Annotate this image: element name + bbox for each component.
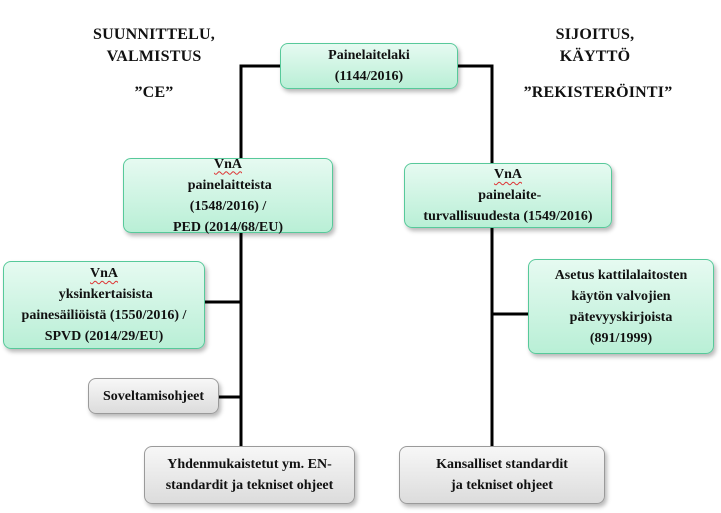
vna-yks-line1: yksinkertaisista bbox=[55, 287, 153, 302]
vna-yks-line3: SPVD (2014/29/EU) bbox=[44, 329, 164, 344]
vna-turva-line2: turvallisuudesta (1549/2016) bbox=[423, 209, 593, 224]
connector-law-left bbox=[239, 64, 281, 160]
heading-registration: ”REKISTERÖINTI” bbox=[523, 84, 673, 101]
box-vna-pressure-equipment: VnA painelaitteista (1548/2016) / PED (2… bbox=[123, 157, 333, 235]
vna-yks-abbr: VnA bbox=[89, 266, 118, 281]
box-harmonised-standards: Yhdenmukaistetut ym. EN- standardit ja t… bbox=[144, 446, 355, 504]
box-boiler-decree: Asetus kattilalaitosten käytön valvojien… bbox=[528, 259, 714, 354]
vna-paine-abbr: VnA bbox=[213, 156, 242, 172]
vna-yks-line2: painesäiliöistä (1550/2016) / bbox=[21, 308, 187, 323]
heading-design: SUUNNITTELU, VALMISTUS bbox=[66, 24, 242, 68]
yhden-line2: standardit ja tekniset ohjeet bbox=[165, 478, 334, 493]
heading-ce: ”CE” bbox=[134, 84, 174, 101]
vna-paine-line1: painelaitteista bbox=[184, 177, 272, 193]
box-pressure-equipment-act: Painelaitelaki (1144/2016) bbox=[280, 43, 458, 89]
box-vna-simple-vessels: VnA yksinkertaisista painesäiliöistä (15… bbox=[3, 261, 205, 349]
vna-paine-line3: PED (2014/68/EU) bbox=[172, 219, 284, 235]
vna-turva-abbr: VnA bbox=[493, 167, 522, 182]
box-vna-pressure-safety: VnA painelaite- turvallisuudesta (1549/2… bbox=[404, 163, 612, 228]
asetus-line4: (891/1999) bbox=[589, 330, 653, 346]
law-number: (1144/2016) bbox=[334, 69, 404, 84]
heading-use-line1: SIJOITUS, bbox=[555, 26, 635, 43]
heading-design-line2: VALMISTUS bbox=[106, 48, 202, 65]
kansall-line2: ja tekniset ohjeet bbox=[451, 478, 553, 493]
kansall-line1: Kansalliset standardit bbox=[436, 457, 568, 472]
heading-use-line2: KÄYTTÖ bbox=[559, 48, 631, 65]
box-application-guidelines: Soveltamisohjeet bbox=[88, 378, 219, 414]
vna-turva-line1: painelaite- bbox=[474, 188, 542, 203]
vna-paine-line2: (1548/2016) / bbox=[189, 198, 267, 214]
yhden-line1: Yhdenmukaistetut ym. EN- bbox=[167, 457, 332, 472]
heading-use: SIJOITUS, KÄYTTÖ bbox=[525, 24, 665, 68]
asetus-line2: käytön valvojien bbox=[571, 288, 671, 304]
asetus-line3: pätevyyskirjoista bbox=[569, 309, 673, 325]
soveltamis-label: Soveltamisohjeet bbox=[102, 388, 205, 404]
box-national-standards: Kansalliset standardit ja tekniset ohjee… bbox=[399, 446, 605, 504]
asetus-line1: Asetus kattilalaitosten bbox=[554, 267, 688, 283]
connector-law-right bbox=[457, 64, 494, 164]
heading-design-line1: SUUNNITTELU, bbox=[93, 26, 215, 43]
law-title: Painelaitelaki bbox=[328, 48, 410, 63]
